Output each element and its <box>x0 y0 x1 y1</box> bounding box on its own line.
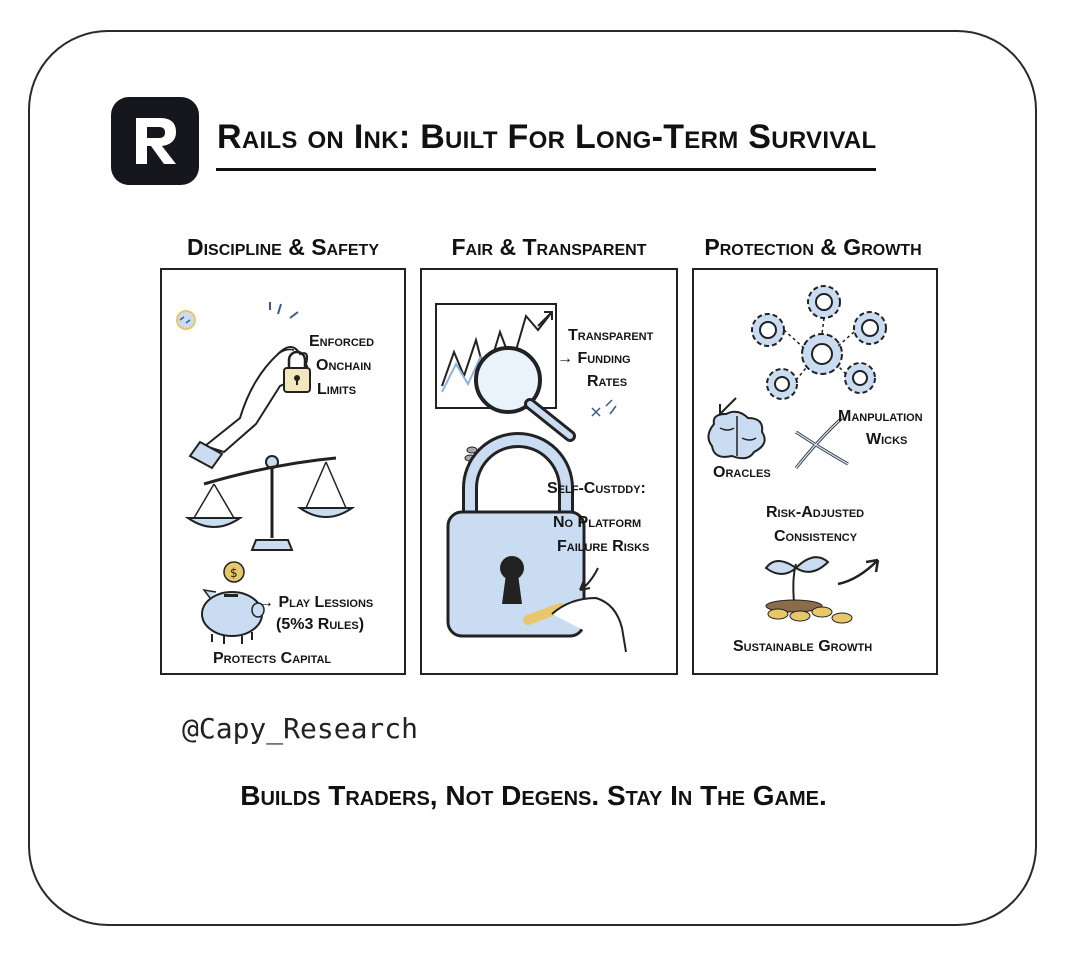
label-oracles: Oracles <box>713 464 771 481</box>
balance-scale-icon <box>184 455 356 551</box>
magnifier-chart-icon <box>435 303 617 462</box>
label-consistency: Consistency <box>774 528 858 545</box>
label-failure-risks: Failure Risks <box>557 538 650 555</box>
label-self-custody: Self-Custddy: <box>547 480 646 497</box>
label-protects-capital: Protects Capital <box>213 650 332 667</box>
sprout-coins-icon <box>764 556 880 624</box>
label-rates: Rates <box>587 373 628 390</box>
column-heading-fair: Fair & Transparent <box>451 234 647 260</box>
label-transparent: Transparent <box>568 327 654 344</box>
rails-logo <box>111 97 199 185</box>
svg-text:$: $ <box>230 566 238 580</box>
label-limits: Limits <box>317 381 357 398</box>
label-no-platform: No Platform <box>553 514 642 531</box>
label-enforced: Enforced <box>309 333 375 350</box>
label-manipulation: Manpulation <box>838 408 923 425</box>
label-play-lessions: → Play Lessions <box>258 594 374 611</box>
label-funding: → Funding <box>557 350 631 367</box>
label-wicks: Wicks <box>866 431 908 448</box>
panel-discipline <box>160 268 406 675</box>
page-title: Rails on Ink: Built For Long-Term Surviv… <box>217 118 877 156</box>
padlock-key-icon <box>446 432 627 653</box>
tagline: Builds Traders, Not Degens. Stay In The … <box>240 780 827 811</box>
label-rules: (5%3 Rules) <box>276 616 365 633</box>
label-risk-adjusted: Risk-Adjusted <box>766 504 865 521</box>
piggy-bank-icon: $ <box>201 561 265 644</box>
column-heading-protection: Protection & Growth <box>704 234 922 260</box>
gears-network-icon <box>707 285 887 469</box>
author-handle: @Capy_Research <box>182 712 419 745</box>
column-heading-discipline: Discipline & Safety <box>186 234 380 260</box>
title-underline <box>216 168 876 171</box>
label-sustainable-growth: Sustainable Growth <box>733 638 873 655</box>
label-onchain: Onchain <box>316 357 372 374</box>
hand-lock-icon <box>176 302 311 470</box>
